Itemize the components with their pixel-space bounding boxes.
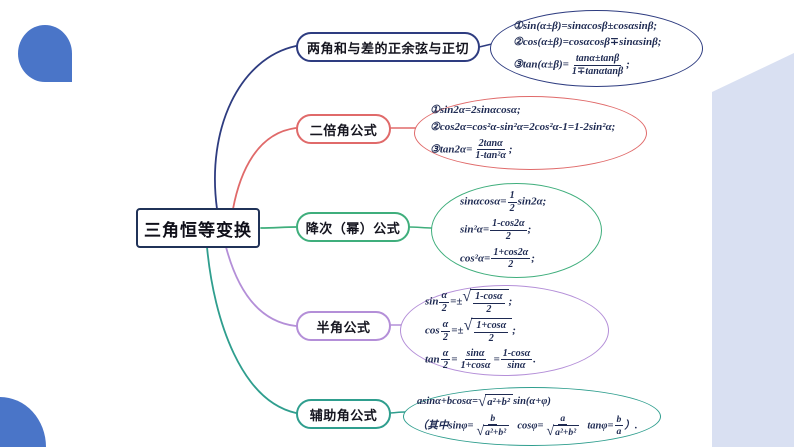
branch-node-sum-difference: 两角和与差的正余弦与正切: [296, 32, 480, 62]
connector-branch-5: [206, 246, 297, 414]
connector-branch-2: [232, 127, 297, 210]
right-panel-decoration: [712, 53, 794, 447]
root-node-label: 三角恒等变换: [144, 220, 252, 240]
formula-line: ②cos(α±β)=cosαcosβ∓sinαsinβ;: [513, 36, 662, 49]
formula-bubble-sum-difference: ①sin(α±β)=sinαcosβ±cosαsinβ; ②cos(α±β)=co…: [490, 10, 703, 87]
branch-node-half-angle: 半角公式: [296, 311, 391, 341]
connector-branch-3: [260, 226, 297, 229]
connector-branch-4: [225, 246, 297, 327]
branch-label: 两角和与差的正余弦与正切: [306, 40, 469, 56]
branch-node-auxiliary-angle: 辅助角公式: [296, 399, 391, 429]
branch-node-double-angle: 二倍角公式: [296, 114, 391, 144]
quarter-circle-decoration: [0, 397, 46, 447]
branch-label: 降次（幂）公式: [305, 220, 401, 236]
branch-node-power-reduction: 降次（幂）公式: [296, 212, 410, 242]
branch-label: 二倍角公式: [309, 122, 378, 138]
formula-line: ②cos2α=cos²α-sin²α=2cos²α-1=1-2sin²α;: [430, 120, 616, 133]
link-pill-bubble-3: [408, 226, 434, 229]
formula-bubble-double-angle: ①sin2α=2sinαcosα; ②cos2α=cos²α-sin²α=2cos…: [414, 96, 647, 170]
teardrop-decoration: [18, 25, 72, 82]
formula-line: ①sin2α=2sinαcosα;: [430, 104, 521, 117]
root-node-trig-identity: 三角恒等变换: [136, 208, 260, 248]
branch-label: 辅助角公式: [309, 407, 378, 423]
branch-label: 半角公式: [316, 319, 371, 335]
connector-branch-1: [214, 45, 297, 210]
formula-line: ①sin(α±β)=sinαcosβ±cosαsinβ;: [513, 19, 658, 32]
